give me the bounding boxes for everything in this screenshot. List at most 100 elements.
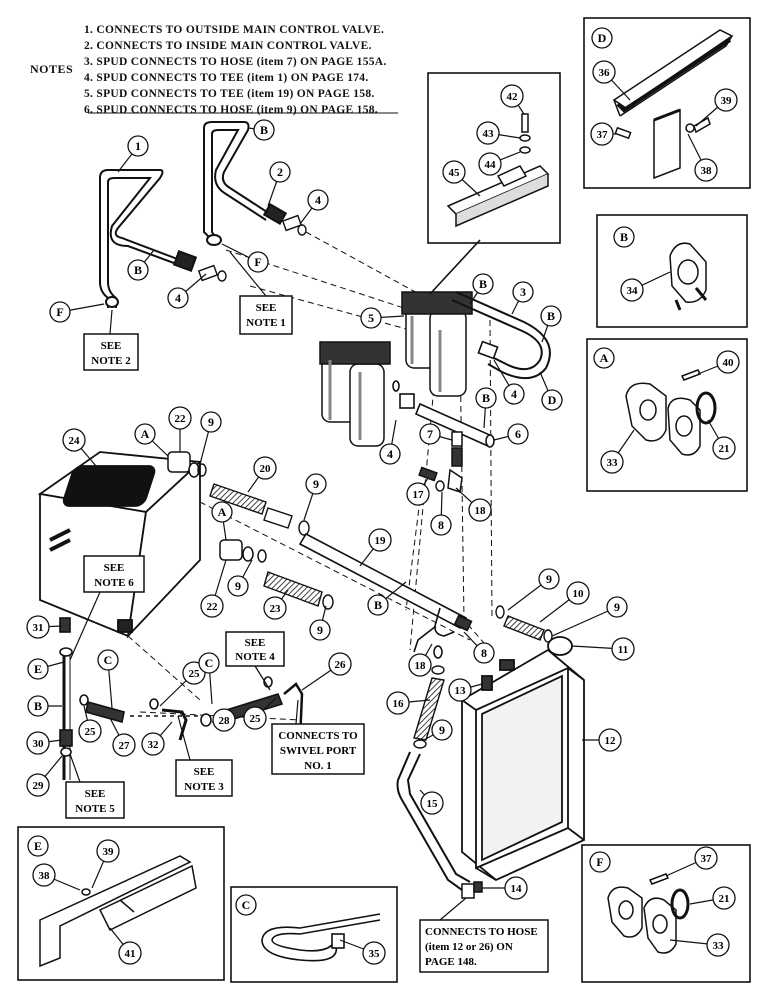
callout-label: 40 [723,357,735,369]
callout-n14: 14 [482,876,528,900]
callout-lB5: B [475,387,497,429]
callout-label: 45 [449,167,461,179]
callout-n9f: 9 [551,596,628,637]
callout-lC1: C [97,649,119,709]
callout-circle [500,84,524,108]
filter-bracket-frame [427,72,561,244]
see-note-5-line1: SEE [85,788,106,800]
see-note-1-line2: NOTE 1 [246,317,285,329]
callout-circle [408,653,432,677]
hose-line1: CONNECTS TO HOSE [425,926,538,938]
callout-n39b: 39 [91,839,120,889]
callout-label: E [34,662,42,676]
callout-label: 20 [260,463,272,475]
callout-label: 18 [475,505,487,517]
callout-label: A [218,505,227,519]
callout-circle [368,528,392,552]
filter-assembly-front [401,291,473,397]
callout-n4c: 4 [493,359,525,405]
callout-n25c: 25 [78,705,102,743]
callout-circle [503,383,525,405]
callout-circle [476,121,500,145]
callout-n9a: 9 [199,411,222,465]
detail-letter-b: B [620,230,628,244]
callout-circle [127,135,149,157]
callout-lF2: F [221,243,269,273]
see-note-6-box: SEE NOTE 6 [83,555,145,593]
callout-circle [472,273,494,295]
callout-label: B [134,263,142,277]
callout-label: B [482,391,490,405]
callout-n24: 24 [62,428,97,467]
callout-circle [431,719,453,741]
callout-label: 24 [69,435,81,447]
callout-circle [419,423,441,445]
callout-label: 17 [413,489,425,501]
see-note-4-line2: NOTE 4 [235,651,275,663]
callout-n15: 15 [419,789,444,815]
callout-circle [200,411,222,433]
callout-circle [32,863,56,887]
callout-circle [473,642,495,664]
callout-circle [200,594,224,618]
callout-circle [706,933,730,957]
callout-label: 36 [599,67,611,79]
callout-n12: 12 [582,728,622,752]
callout-n23: 23 [263,589,289,620]
callout-n31: 31 [26,615,63,639]
callout-lD1: D [539,371,563,411]
callout-lB6: B [367,581,407,616]
filter-bracket-drawing [446,113,550,228]
callout-circle [507,423,529,445]
callout-label: 3 [520,285,526,299]
detail-b-drawing [669,242,708,311]
callout-label: 18 [415,660,427,672]
notes-title: NOTES [30,62,74,76]
callout-n9c: 9 [227,559,253,597]
callout-circle [712,436,736,460]
callout-label: B [547,309,555,323]
callout-n22b: 22 [200,559,227,618]
detail-f-frame [581,844,751,983]
callout-n8a: 8 [430,491,452,536]
callout-circle [227,575,249,597]
callout-n35: 35 [339,939,386,965]
callout-circle [168,406,192,430]
see-note-1-line1: SEE [256,302,277,314]
callout-circle [448,678,472,702]
callout-circle [112,733,136,757]
callout-circle [379,443,401,465]
swivel-line2: SWIVEL PORT [280,745,357,757]
callout-circle [26,731,50,755]
callout-circle [598,728,622,752]
callout-leader [551,606,618,637]
callout-n37b: 37 [665,846,718,877]
detail-letter-f: F [596,855,603,869]
callout-circle [27,695,49,717]
callout-label: 43 [483,128,495,140]
callout-n21a: 21 [707,419,736,460]
callout-label: 21 [719,443,730,455]
detail-letter-d: D [598,31,607,45]
callout-circle [442,160,466,184]
callout-label: 37 [597,129,609,141]
callout-label: B [479,277,487,291]
see-note-6-line1: SEE [104,562,125,574]
see-note-2-box: SEE NOTE 2 [83,333,139,371]
callout-circle [167,287,189,309]
callout-label: D [548,393,557,407]
callout-circle [309,619,331,641]
detail-f-drawing [607,873,690,954]
callout-n45: 45 [442,160,481,197]
callout-circle [420,791,444,815]
callout-circle [198,652,220,674]
callout-label: C [104,653,113,667]
see-note-3-line2: NOTE 3 [184,781,224,793]
callout-label: 37 [701,853,713,865]
callout-circle [694,158,718,182]
callout-n13: 13 [448,678,483,702]
callout-n34: 34 [620,271,671,302]
hose-line2: (item 12 or 26) ON [425,941,513,953]
callout-circle [141,732,165,756]
